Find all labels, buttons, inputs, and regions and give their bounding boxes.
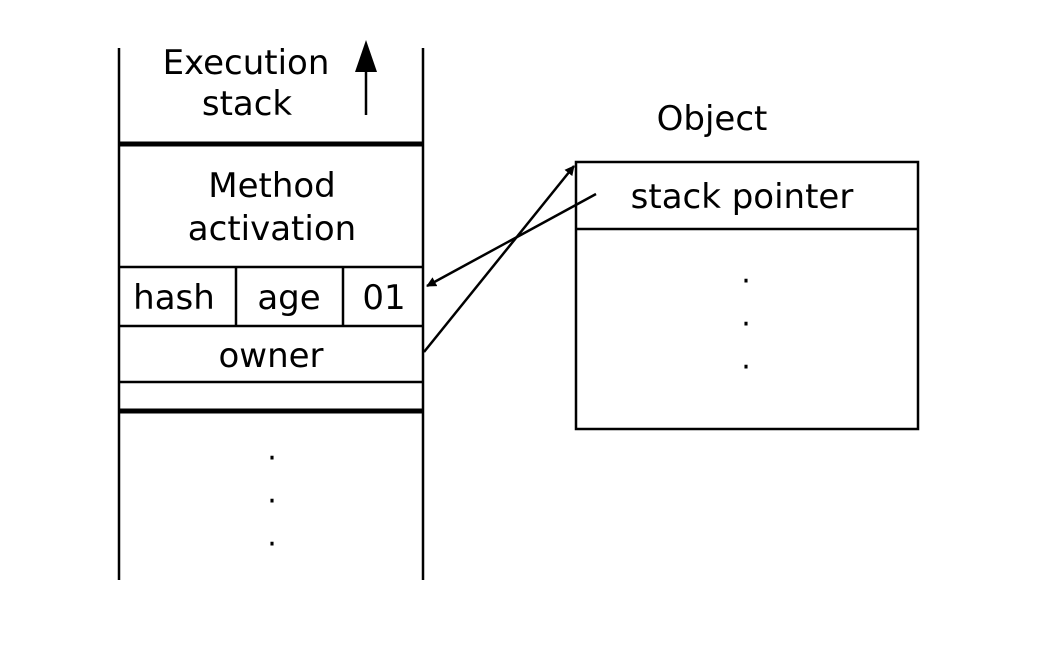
stack-ellipsis-dot: · — [267, 527, 277, 562]
stack-ellipsis-dot: · — [267, 441, 277, 476]
lock-bits-field: 01 — [362, 278, 405, 318]
owner-field: owner — [218, 336, 323, 376]
stack-title-line1: Execution — [163, 43, 330, 83]
stack-title-line2: stack — [202, 84, 293, 124]
hash-field: hash — [133, 278, 215, 318]
object-ellipsis-dot: · — [741, 350, 751, 385]
stack-ellipsis-dot: · — [267, 484, 277, 519]
stack-pointer-to-lock-record-arrow — [426, 192, 597, 288]
stack-growth-arrow-head — [355, 40, 377, 72]
object-title: Object — [657, 99, 768, 139]
owner-to-object-arrow — [423, 165, 575, 353]
method-activation-line2: activation — [188, 209, 356, 249]
stack-pointer-field: stack pointer — [631, 177, 854, 217]
object-box — [574, 160, 920, 431]
object-ellipsis-dot: · — [741, 264, 751, 299]
age-field: age — [257, 278, 320, 318]
method-activation-line1: Method — [208, 166, 336, 206]
object-ellipsis-dot: · — [741, 307, 751, 342]
